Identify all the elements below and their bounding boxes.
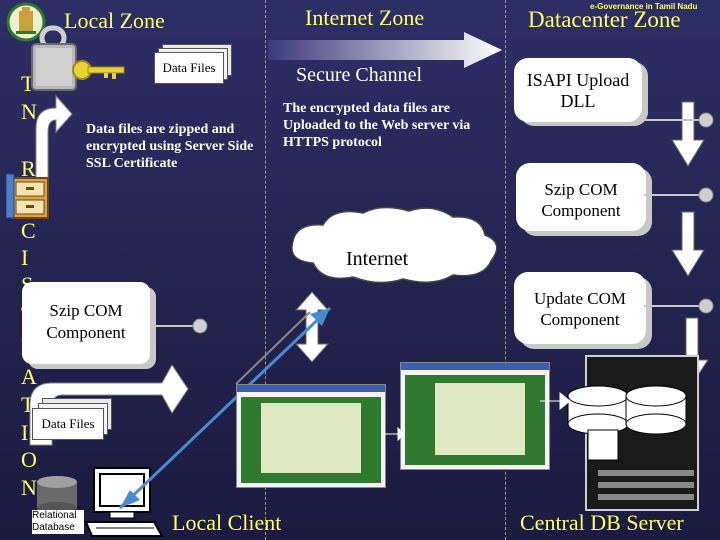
lock-icon: [31, 25, 125, 91]
vertical-letter: I: [21, 245, 29, 270]
down-arrow-icon: [671, 101, 705, 167]
szip-com-local: Szip COM Component: [22, 282, 150, 364]
vertical-letter: N: [21, 475, 37, 500]
zip-note: Data files are zipped and encrypted usin…: [86, 122, 254, 171]
zone-divider-right: [505, 0, 506, 540]
web-screenshot-right: [400, 362, 550, 470]
internet-label: Internet: [346, 248, 409, 270]
zone-divider-left: [265, 0, 266, 540]
egov-header: e-Governance in Tamil Nadu: [590, 2, 698, 11]
vertical-letter: C: [21, 218, 36, 243]
link-arrow-icon: [540, 391, 570, 411]
link-arrow-icon: [384, 426, 404, 442]
szip-com-datacenter: Szip COM Component: [516, 163, 646, 231]
update-com-component: Update COM Component: [514, 272, 646, 344]
data-files-bottom: Data Files: [32, 408, 104, 440]
connector-pin: [644, 187, 714, 203]
vertical-letter: R: [21, 156, 36, 181]
arrow-right-icon: [268, 32, 502, 68]
data-files-top: Data Files: [154, 52, 224, 84]
curved-arrow-up-icon: [35, 94, 73, 184]
local-client-label: Local Client: [172, 510, 282, 535]
web-screenshot-left: [236, 384, 386, 488]
secure-channel-label: Secure Channel: [296, 64, 423, 86]
cloud-icon: [291, 206, 498, 284]
emblem-logo: [6, 2, 46, 42]
vertical-letter: I: [21, 420, 29, 445]
down-arrow-icon: [671, 211, 705, 277]
server-icon: [567, 355, 699, 511]
central-db-server-label: Central DB Server: [520, 510, 684, 535]
datacenter-zone-title: Datacenter Zone: [528, 7, 681, 32]
vertical-letter: O: [21, 447, 37, 472]
isapi-upload-dll: ISAPI Upload DLL: [514, 58, 642, 122]
connector-pin: [644, 298, 714, 314]
internet-zone-title: Internet Zone: [305, 5, 425, 30]
local-zone-title: Local Zone: [64, 8, 165, 33]
zip-archive-icon: [6, 173, 49, 219]
vertical-letter: A: [21, 364, 37, 389]
connector-pin: [150, 318, 208, 334]
database-icon: [37, 476, 77, 514]
upload-note: The encrypted data files are Uploaded to…: [283, 101, 471, 150]
vertical-letter: N: [21, 99, 37, 124]
connector-pin: [640, 112, 714, 128]
relational-database-label: Relational Database: [32, 510, 84, 534]
